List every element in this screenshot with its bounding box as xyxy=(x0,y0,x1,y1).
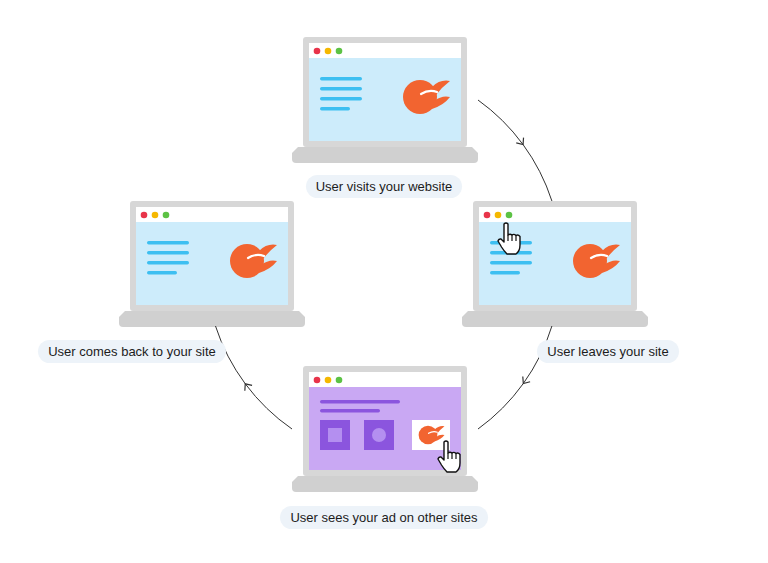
arc-line xyxy=(478,100,552,201)
arrow-head xyxy=(245,384,252,391)
laptop-node: User leaves your site xyxy=(462,201,647,326)
cycle-arc xyxy=(215,326,292,429)
step-label: User leaves your site xyxy=(537,340,678,363)
arrow-head xyxy=(523,377,530,384)
step-label: User comes back to your site xyxy=(38,340,226,363)
step-label: User sees your ad on other sites xyxy=(280,506,487,529)
laptop-node: User visits your website xyxy=(292,37,478,163)
step-label: User visits your website xyxy=(306,175,463,198)
arrow-head xyxy=(516,138,523,145)
arc-line xyxy=(215,326,292,429)
laptop-node: User comes back to your site xyxy=(119,201,306,326)
laptop-node: User sees your ad on other sites xyxy=(292,366,478,492)
cycle-arc xyxy=(478,100,552,201)
